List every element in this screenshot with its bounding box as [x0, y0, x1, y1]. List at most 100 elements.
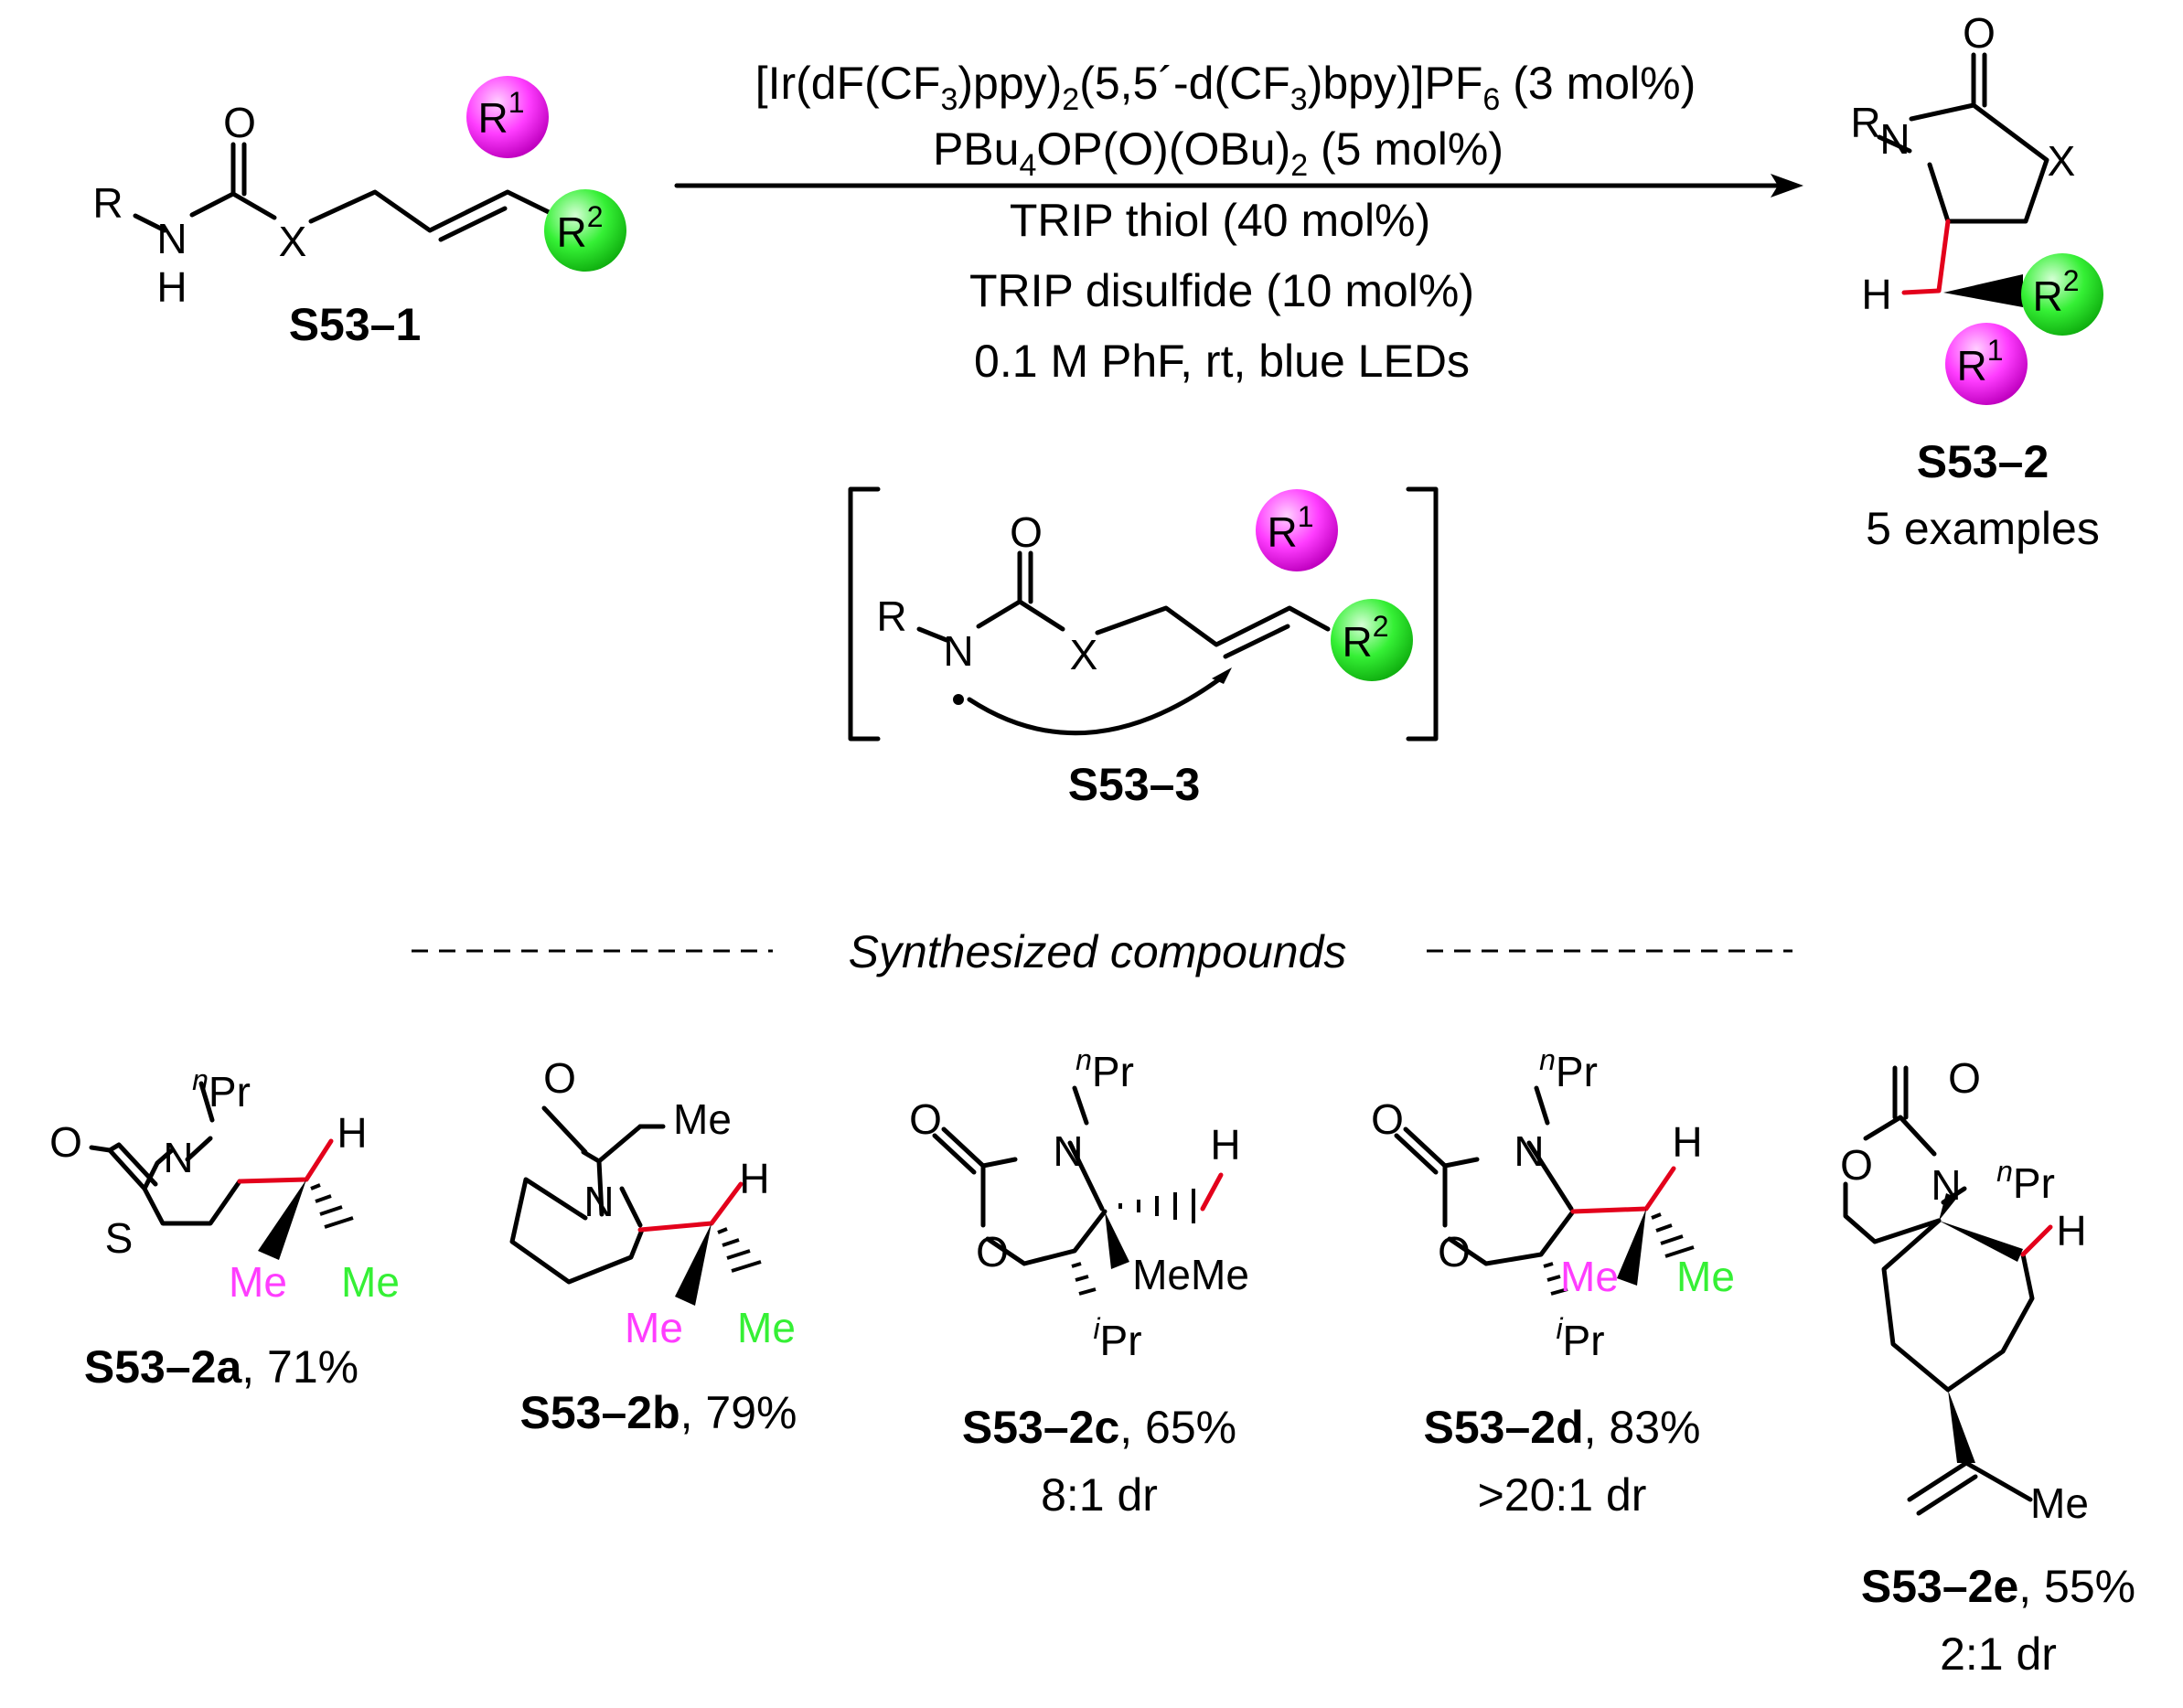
- atom-h: H: [1672, 1118, 1702, 1166]
- compound-s53-2e: O O N nPr H Me S53–2e, 55% 2:1 dr: [1840, 1054, 2135, 1680]
- wedge-bond-isopropenyl: [1948, 1390, 1975, 1463]
- npr-label: nPr: [1996, 1155, 2055, 1207]
- atom-o-ring: O: [976, 1228, 1009, 1276]
- radical-dot: [953, 694, 964, 705]
- section-divider: Synthesized compounds: [412, 926, 1792, 977]
- section-title: Synthesized compounds: [849, 926, 1347, 977]
- catalyst-text: [Ir(dF(CF3)ppy)2(5,5´-d(CF3)bpy)]PF6 (3 …: [755, 58, 1696, 117]
- me-label-magenta: Me: [625, 1304, 683, 1351]
- atom-h: H: [1210, 1121, 1240, 1169]
- hashed-bond: [1943, 274, 2023, 307]
- compound-dr: 2:1 dr: [1940, 1628, 2057, 1680]
- intermediate-label: S53–3: [1068, 759, 1201, 810]
- solvent-text: 0.1 M PhF, rt, blue LEDs: [974, 336, 1470, 387]
- atom-h: H: [337, 1109, 367, 1157]
- atom-h: H: [739, 1155, 769, 1202]
- r1-substituent-ball: [1945, 323, 2028, 405]
- atom-o: O: [49, 1118, 82, 1166]
- atom-r: R: [1850, 99, 1880, 146]
- intermediate-s53-3: R N O X R1 R2 S53–3: [848, 486, 1439, 810]
- atom-o-ring: O: [1438, 1228, 1471, 1276]
- wedge-bond-spiro: [1939, 1221, 2023, 1262]
- atom-x: X: [279, 218, 307, 265]
- atom-n: N: [1053, 1127, 1083, 1175]
- atom-n: N: [583, 1178, 614, 1225]
- product-label: S53–2: [1917, 436, 2049, 487]
- me-label: Me: [673, 1095, 732, 1143]
- atom-o: O: [223, 99, 256, 146]
- atom-h: H: [1861, 271, 1891, 318]
- r1-substituent-ball: [1256, 489, 1338, 571]
- compound-label: S53–2c, 65%: [962, 1402, 1236, 1453]
- r2-substituent-ball: [2021, 253, 2103, 336]
- compound-s53-2a: O S N nPr H Me Me S53–2a, 71%: [49, 1063, 400, 1393]
- me-label-magenta: Me: [229, 1258, 287, 1306]
- ipr-label: iPr: [1093, 1312, 1141, 1364]
- atom-r: R: [876, 592, 906, 640]
- wedge-bond: [258, 1180, 306, 1260]
- me-label-green: Me: [1676, 1253, 1735, 1300]
- atom-n: N: [1879, 115, 1910, 163]
- npr-label: nPr: [1539, 1043, 1598, 1095]
- compound-label: S53–2a, 71%: [84, 1341, 358, 1393]
- wedge-bond: [675, 1223, 712, 1306]
- reactant-s53-1: R N H O X R1 R2 S53–1: [92, 76, 626, 350]
- hash-bond-2: [1071, 1262, 1097, 1296]
- thiol-text: TRIP thiol (40 mol%): [1010, 195, 1430, 246]
- atom-h: H: [156, 263, 187, 311]
- npr-label: nPr: [1075, 1043, 1134, 1095]
- atom-o: O: [1963, 9, 1996, 57]
- arrow-head: [1771, 174, 1803, 197]
- atom-h: H: [2056, 1207, 2086, 1254]
- product-note: 5 examples: [1866, 503, 2100, 554]
- r1-label: R1: [1956, 334, 2003, 390]
- disulfide-text: TRIP disulfide (10 mol%): [969, 265, 1474, 316]
- wedge-bond: [1617, 1209, 1646, 1286]
- me-label: Me: [2030, 1479, 2089, 1527]
- atom-n: N: [1931, 1161, 1961, 1209]
- me-label-green: Me: [737, 1304, 796, 1351]
- atom-s: S: [105, 1214, 134, 1262]
- r2-substituent-ball: [1331, 599, 1413, 681]
- me-label-magenta: Me: [1560, 1253, 1619, 1300]
- r1-label: R1: [477, 86, 524, 142]
- wedge-bond-n: [1939, 1193, 1957, 1221]
- r2-label: R2: [1342, 610, 1388, 666]
- compound-s53-2d: O O N nPr H Me Me iPr S53–2d, 83% >20:1 …: [1371, 1043, 1735, 1521]
- curved-arrow-head: [1212, 667, 1232, 684]
- atom-o: O: [543, 1054, 576, 1102]
- product-s53-2: O N R X H R2 R1 S53–2 5 examples: [1850, 9, 2103, 554]
- atom-o-carbonyl: O: [909, 1095, 942, 1143]
- reactant-label: S53–1: [289, 299, 422, 350]
- r2-label: R2: [556, 200, 603, 256]
- reaction-conditions: [Ir(dF(CF3)ppy)2(5,5´-d(CF3)bpy)]PF6 (3 …: [674, 58, 1803, 387]
- hash-bond-2: [1543, 1262, 1568, 1296]
- atom-o-ring: O: [1840, 1141, 1873, 1189]
- r1-substituent-ball: [466, 76, 549, 158]
- atom-x: X: [2048, 137, 2076, 185]
- hash-bond: [310, 1183, 354, 1229]
- atom-n: N: [163, 1134, 193, 1181]
- wedge-bond: [1105, 1212, 1129, 1269]
- atom-n: N: [156, 215, 187, 262]
- me-me-label: MeMe: [1132, 1251, 1249, 1298]
- compound-label: S53–2b, 79%: [520, 1387, 797, 1438]
- r2-label: R2: [2032, 264, 2079, 320]
- me-label-green: Me: [341, 1258, 400, 1306]
- hash-bond: [1118, 1189, 1195, 1223]
- compound-dr: >20:1 dr: [1478, 1469, 1647, 1521]
- hash-bond: [717, 1227, 762, 1273]
- atom-n: N: [943, 627, 973, 675]
- compound-s53-2c: O O N nPr H MeMe iPr S53–2c, 65% 8:1 dr: [909, 1043, 1249, 1521]
- compound-s53-2b: O Me N H Me Me S53–2b, 79%: [509, 1054, 797, 1438]
- atom-n: N: [1514, 1127, 1544, 1175]
- atom-o-carbonyl: O: [1948, 1054, 1981, 1102]
- r1-label: R1: [1267, 500, 1313, 556]
- atom-r: R: [92, 179, 123, 227]
- atom-o: O: [1010, 508, 1043, 556]
- hash-bond: [1651, 1212, 1695, 1258]
- atom-o-carbonyl: O: [1371, 1095, 1404, 1143]
- compound-dr: 8:1 dr: [1041, 1469, 1158, 1521]
- ipr-label: iPr: [1556, 1312, 1604, 1364]
